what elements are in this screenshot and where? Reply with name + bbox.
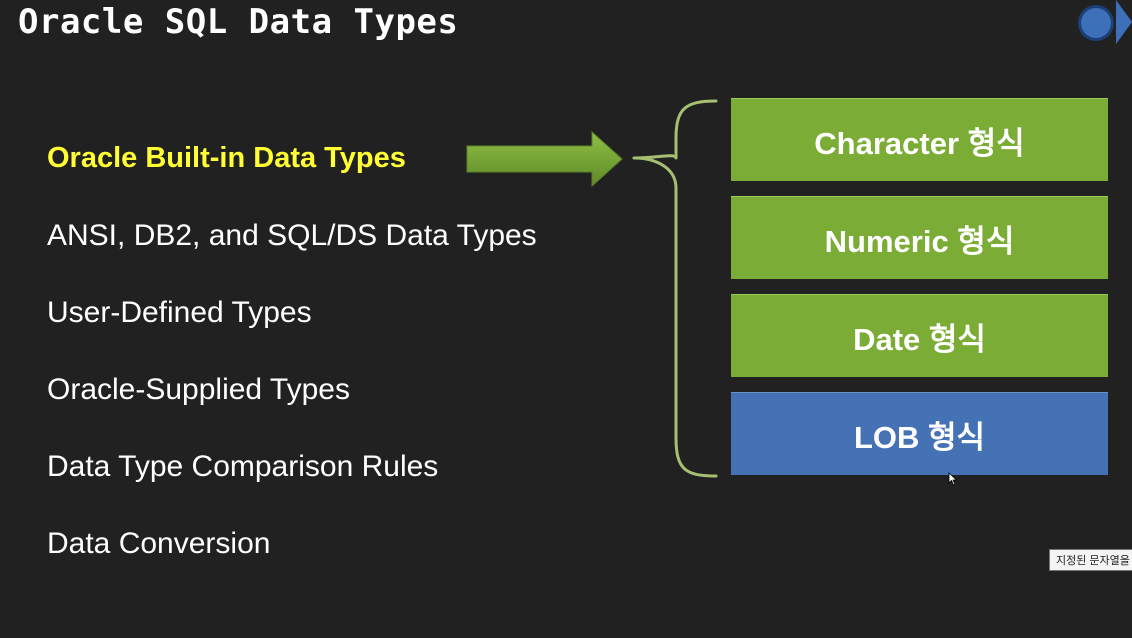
- topic-oracle-supplied[interactable]: Oracle-Supplied Types: [47, 373, 350, 406]
- topic-user-defined[interactable]: User-Defined Types: [47, 296, 312, 329]
- topic-ansi-db2-sqlds[interactable]: ANSI, DB2, and SQL/DS Data Types: [47, 219, 537, 252]
- corner-circle-icon: [1078, 5, 1114, 41]
- topic-oracle-built-in[interactable]: Oracle Built-in Data Types: [47, 142, 406, 174]
- type-numeric[interactable]: Numeric 형식: [731, 196, 1108, 279]
- corner-triangle-icon: [1116, 0, 1132, 44]
- topic-comparison-rules[interactable]: Data Type Comparison Rules: [47, 450, 439, 483]
- type-lob[interactable]: LOB 형식: [731, 392, 1108, 475]
- type-date[interactable]: Date 형식: [731, 294, 1108, 377]
- topic-data-conversion[interactable]: Data Conversion: [47, 527, 271, 560]
- curly-brace-icon: [632, 99, 718, 478]
- mouse-cursor-icon: [948, 472, 958, 486]
- right-arrow-icon: [466, 131, 623, 187]
- type-character[interactable]: Character 형식: [731, 98, 1108, 181]
- slide-title: Oracle SQL Data Types: [18, 2, 459, 42]
- tooltip: 지정된 문자열을 찾: [1049, 549, 1132, 571]
